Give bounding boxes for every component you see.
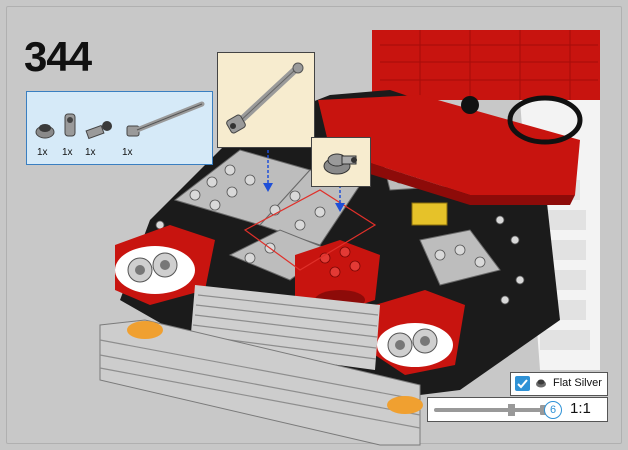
step-number: 344 [24, 33, 91, 81]
bar-holder-icon [86, 121, 112, 138]
part-qty-1: 1x [37, 147, 48, 158]
round-plate-icon [36, 124, 54, 138]
axle-bar-with-holder-icon [218, 53, 314, 147]
left-fog-light [127, 321, 163, 339]
color-legend[interactable]: Flat Silver [510, 372, 608, 396]
checkbox-icon[interactable] [515, 376, 530, 391]
connector-icon [65, 114, 75, 136]
scale-ratio: 1:1 [570, 400, 591, 417]
part-qty-2: 1x [62, 147, 73, 158]
color-name-label: Flat Silver [553, 377, 602, 389]
round-plate-with-holder-icon [312, 138, 370, 186]
scale-bar[interactable]: 6 1:1 [427, 397, 608, 422]
scale-track[interactable] [434, 408, 544, 412]
parts-panel: 1x 1x 1x 1x [26, 91, 213, 165]
right-headlight-housing [375, 290, 465, 375]
subassembly-callout-bar [217, 52, 315, 148]
cab-roof [372, 30, 600, 100]
color-swatch-icon [535, 377, 547, 389]
scale-knob[interactable] [508, 404, 515, 416]
parts-graphics [27, 92, 212, 164]
axle-bar-icon [127, 104, 202, 136]
part-qty-3: 1x [85, 147, 96, 158]
part-qty-4: 1x [122, 147, 133, 158]
scale-step-badge: 6 [544, 401, 562, 419]
subassembly-callout-plate [311, 137, 371, 187]
right-fog-light [387, 396, 423, 414]
yellow-brick [412, 203, 447, 225]
